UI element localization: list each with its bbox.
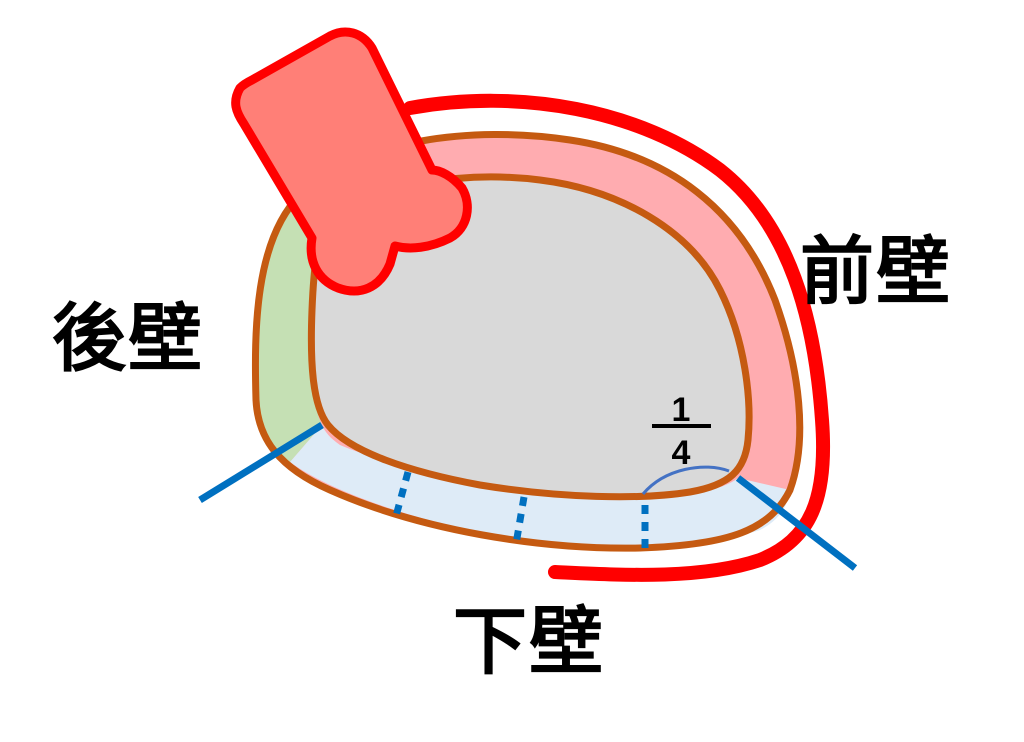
quarter-arc (641, 465, 730, 495)
outer-red-outline (403, 93, 831, 582)
inferior-wall-label: 下壁 (453, 599, 605, 685)
posterior-inferior-divider (198, 422, 324, 503)
segment-dotted-line-2 (512, 496, 528, 545)
ventricle-cavity (307, 173, 753, 501)
fraction-numerator: 1 (671, 391, 691, 429)
inferior-wall-region (290, 425, 790, 547)
segment-dotted-line-1 (392, 471, 412, 517)
posterior-wall-label: 後壁 (52, 296, 204, 382)
ultrasound-probe (231, 27, 472, 296)
fraction-denominator: 4 (671, 434, 691, 472)
outer-wall-outline (251, 131, 804, 552)
fraction-bar (652, 424, 711, 428)
anterior-inferior-divider (735, 475, 858, 571)
anterior-wall-label: 前壁 (800, 229, 952, 315)
